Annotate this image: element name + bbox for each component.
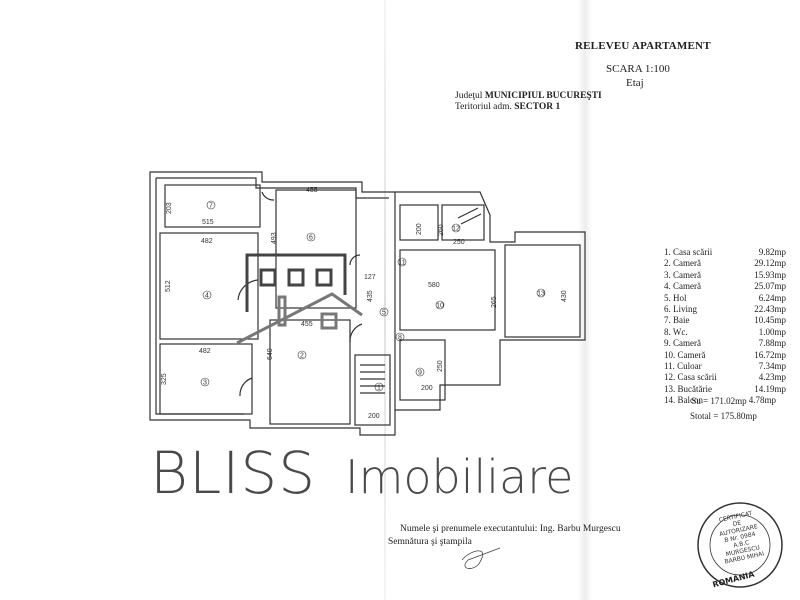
territory-value: SECTOR 1 — [514, 102, 561, 112]
authorization-stamp — [697, 502, 783, 588]
watermark-brand: BLISS — [150, 439, 317, 507]
room-number: 3 — [200, 377, 210, 387]
room-number: 6 — [306, 232, 316, 242]
territory-label: Teritoriul adm. — [455, 102, 512, 112]
room-number: 10 — [435, 300, 445, 310]
dimension-labels: 515 203 455 493 482 512 482 325 455 640 … — [161, 187, 568, 420]
county-value: MUNICIPIUL BUCUREŞTI — [484, 91, 602, 101]
dimension-label: 435 — [367, 290, 374, 302]
county-line: Judeţul MUNICIPIUL BUCUREŞTI — [455, 91, 602, 101]
county-label: Judeţul — [455, 91, 483, 101]
svg-text:1: 1 — [377, 385, 381, 392]
svg-text:7: 7 — [209, 203, 213, 210]
dimension-label: 455 — [301, 321, 313, 328]
territory-line: Teritoriul adm. SECTOR 1 — [455, 102, 560, 112]
floor-label: Etaj — [626, 77, 644, 89]
dimension-label: 430 — [561, 290, 568, 302]
room-number: 8 — [395, 332, 405, 342]
scan-fold-line — [384, 0, 386, 600]
signature-scribble — [461, 547, 501, 569]
room-number: 5 — [379, 307, 389, 317]
dimension-label: 265 — [491, 296, 498, 308]
dimension-label: 493 — [271, 232, 278, 244]
dimension-label: 200 — [421, 385, 433, 392]
svg-text:2: 2 — [300, 353, 304, 360]
dimension-label: 250 — [437, 360, 444, 372]
useful-area-total: Su = 171.02mp — [691, 396, 747, 407]
dimension-label: 482 — [199, 348, 211, 355]
dimension-label: 482 — [201, 238, 213, 245]
area-row: 8. Wc.1.00mp — [664, 326, 786, 337]
svg-text:5: 5 — [382, 310, 386, 317]
dimension-label: 250 — [453, 239, 465, 246]
document-title: RELEVEU APARTAMENT — [575, 40, 711, 52]
dimension-label: 260 — [438, 224, 445, 236]
dimension-label: 203 — [166, 202, 173, 214]
svg-text:10: 10 — [436, 303, 444, 310]
scale-label: SCARA 1:100 — [606, 63, 670, 75]
room-number: 1 — [374, 382, 384, 392]
room-number: 11 — [397, 257, 407, 267]
svg-text:8: 8 — [398, 335, 402, 342]
dimension-label: 200 — [368, 413, 380, 420]
dimension-label: 455 — [306, 187, 318, 194]
svg-text:12: 12 — [452, 226, 460, 233]
dimension-label: 200 — [416, 223, 423, 235]
room-number: 4 — [202, 290, 212, 300]
dimension-label: 580 — [428, 282, 440, 289]
svg-text:3: 3 — [203, 380, 207, 387]
svg-text:11: 11 — [398, 260, 405, 267]
dimension-label: 512 — [165, 280, 172, 292]
svg-text:4: 4 — [205, 293, 209, 300]
room-number: 9 — [415, 367, 425, 377]
total-area: Stotal = 175.80mp — [690, 411, 757, 421]
dimension-label: 515 — [202, 219, 214, 226]
room-numbers: 7 6 4 3 2 1 5 12 10 11 9 8 13 — [200, 200, 546, 392]
room-number: 13 — [536, 288, 546, 298]
watermark-subtitle: Imobiliare — [345, 450, 574, 504]
bliss-logo-icon — [236, 253, 363, 345]
executant-line: Numele şi prenumele executantului: Ing. … — [400, 524, 621, 534]
svg-text:6: 6 — [309, 235, 313, 242]
room-number: 7 — [206, 200, 216, 210]
svg-text:9: 9 — [418, 370, 422, 377]
dimension-label: 325 — [161, 373, 168, 385]
signature-line: Semnătura şi ştampila — [388, 537, 472, 547]
plan-walls — [149, 171, 586, 436]
room-number: 2 — [297, 350, 307, 360]
dimension-label: 127 — [364, 274, 376, 281]
svg-text:13: 13 — [537, 291, 545, 298]
dimension-label: 640 — [267, 348, 274, 360]
room-number: 12 — [451, 223, 461, 233]
